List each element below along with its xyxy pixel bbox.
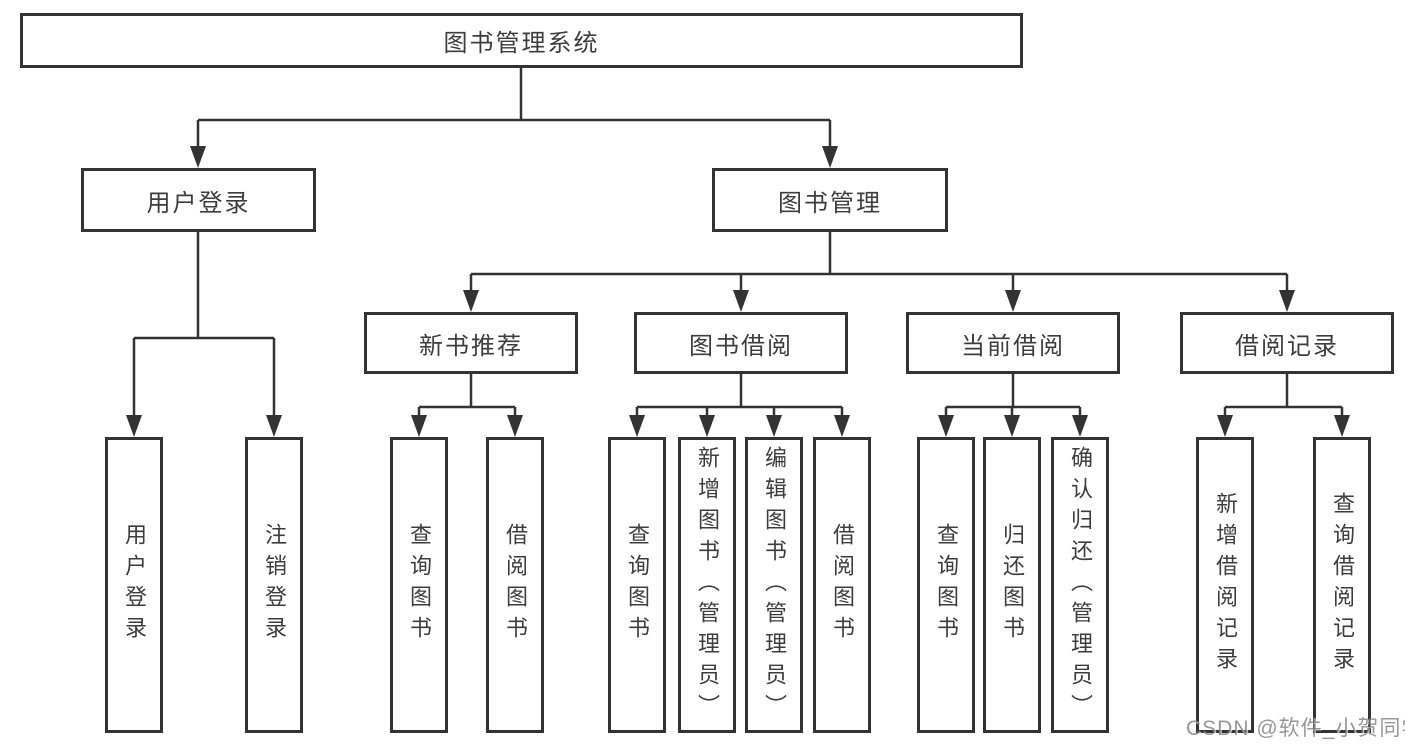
node-leaf-bb-query-book: 查询图书 xyxy=(608,437,666,733)
node-leaf-cb-return-book: 归还图书 xyxy=(983,437,1041,733)
connector-current-borrow-to-leaves xyxy=(938,374,1088,437)
node-user-login: 用户登录 xyxy=(81,168,316,232)
node-current-borrow-label: 当前借阅 xyxy=(961,332,1065,360)
node-leaf-cb-return-book-label: 归还图书 xyxy=(1000,523,1025,647)
node-leaf-bb-edit-book-label: 编辑图书（管理员） xyxy=(762,445,787,725)
node-leaf-logout-label: 注销登录 xyxy=(262,523,287,647)
node-leaf-cb-query-book: 查询图书 xyxy=(917,437,975,733)
node-leaf-rec-query-book: 查询图书 xyxy=(390,437,448,733)
node-book-borrow: 图书借阅 xyxy=(634,312,848,374)
node-leaf-rec-borrow-book: 借阅图书 xyxy=(486,437,544,733)
node-leaf-bb-query-book-label: 查询图书 xyxy=(625,523,650,647)
node-leaf-rec-query-book-label: 查询图书 xyxy=(407,523,432,647)
node-leaf-logout: 注销登录 xyxy=(245,437,303,733)
node-book-mgmt-label: 图书管理 xyxy=(778,189,882,217)
node-leaf-bb-borrow-book-label: 借阅图书 xyxy=(830,523,855,647)
node-leaf-br-add-record: 新增借阅记录 xyxy=(1196,437,1254,733)
node-leaf-rec-borrow-book-label: 借阅图书 xyxy=(503,523,528,647)
node-leaf-login-label: 用户登录 xyxy=(122,523,147,647)
node-leaf-bb-add-book-label: 新增图书（管理员） xyxy=(695,445,720,725)
node-leaf-br-query-record: 查询借阅记录 xyxy=(1313,437,1371,733)
node-leaf-cb-confirm-return-label: 确认归还（管理员） xyxy=(1068,445,1093,725)
node-leaf-bb-edit-book: 编辑图书（管理员） xyxy=(745,437,803,733)
node-current-borrow: 当前借阅 xyxy=(906,312,1120,374)
connector-borrow-records-to-leaves xyxy=(1217,374,1350,437)
node-leaf-cb-confirm-return: 确认归还（管理员） xyxy=(1051,437,1109,733)
node-new-book-rec: 新书推荐 xyxy=(364,312,578,374)
node-book-borrow-label: 图书借阅 xyxy=(689,332,793,360)
connector-book-mgmt-to-level3 xyxy=(463,232,1295,312)
node-leaf-login: 用户登录 xyxy=(105,437,163,733)
node-leaf-br-query-record-label: 查询借阅记录 xyxy=(1330,492,1355,678)
connector-root-to-level2 xyxy=(190,68,838,168)
node-borrow-records-label: 借阅记录 xyxy=(1235,332,1339,360)
node-user-login-label: 用户登录 xyxy=(146,189,251,217)
node-root-label: 图书管理系统 xyxy=(443,30,600,57)
node-root: 图书管理系统 xyxy=(20,13,1023,68)
csdn-watermark: CSDN @软件_小贺同学 xyxy=(1186,717,1405,740)
connector-book-borrow-to-leaves xyxy=(629,374,850,437)
node-book-mgmt: 图书管理 xyxy=(712,168,948,232)
node-new-book-rec-label: 新书推荐 xyxy=(419,332,523,360)
node-leaf-bb-borrow-book: 借阅图书 xyxy=(813,437,871,733)
node-leaf-br-add-record-label: 新增借阅记录 xyxy=(1213,492,1238,678)
connector-new-book-rec-to-leaves xyxy=(411,374,523,437)
node-borrow-records: 借阅记录 xyxy=(1180,312,1394,374)
node-leaf-cb-query-book-label: 查询图书 xyxy=(934,523,959,647)
node-leaf-bb-add-book: 新增图书（管理员） xyxy=(678,437,736,733)
connector-user-login-to-leaves xyxy=(126,232,282,437)
